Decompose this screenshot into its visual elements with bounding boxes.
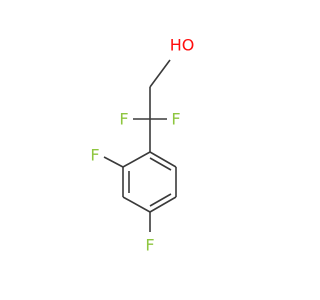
bonds [103,59,177,232]
bond-ch2-oh [149,59,171,88]
ring-double-c4-c5 [149,193,172,207]
hydroxyl-label: HO [170,36,195,55]
fluorine-para-label: F [145,236,154,255]
bond-ring-f-ortho [103,156,124,168]
ring-double-c1-c6 [149,157,172,171]
atom-labels: HO F F F F [90,36,194,255]
ring-bond-c1-c2 [122,151,151,168]
fluorine-alpha-left-label: F [119,110,128,129]
ring-bond-c6-c1 [149,151,177,168]
ring-bond-c4-c5 [149,196,177,213]
structure-diagram: HO F F F F [90,36,194,255]
fluorine-ortho-label: F [90,146,99,165]
ring-bond-c3-c4 [122,196,151,213]
fluorine-alpha-right-label: F [171,110,180,129]
